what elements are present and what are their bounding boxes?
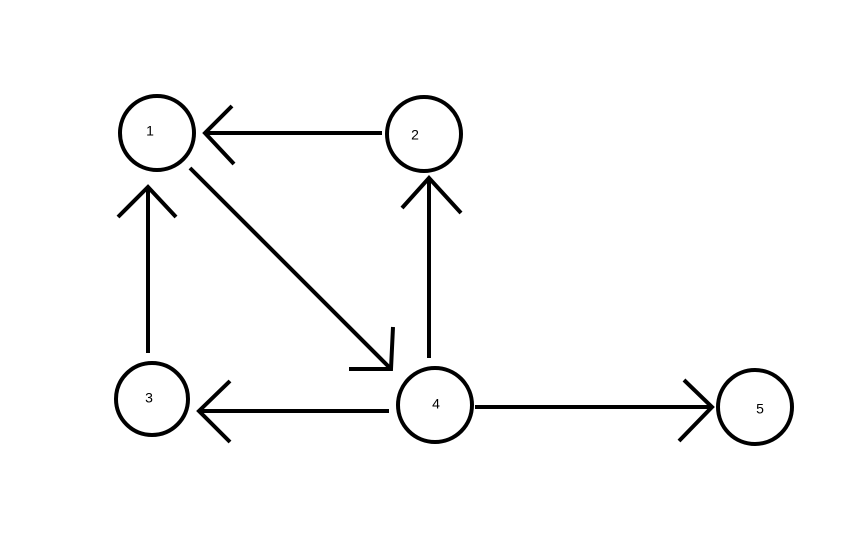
edge-4-to-2-arrowhead bbox=[400, 175, 463, 215]
edge-3-to-1 bbox=[116, 184, 178, 353]
node-1-label: 1 bbox=[146, 123, 154, 139]
node-3: 3 bbox=[114, 361, 190, 437]
node-5-label: 5 bbox=[756, 401, 764, 417]
edge-4-to-5-arrowhead bbox=[677, 378, 715, 443]
node-4-circle bbox=[396, 366, 474, 444]
edge-1-to-4-line bbox=[188, 166, 393, 371]
node-3-label: 3 bbox=[145, 390, 153, 406]
node-2: 2 bbox=[385, 95, 463, 173]
node-1-circle bbox=[118, 94, 196, 172]
edges-group bbox=[116, 104, 715, 444]
node-4: 4 bbox=[396, 366, 474, 444]
edge-1-to-4 bbox=[188, 166, 395, 371]
edge-4-to-3 bbox=[196, 379, 389, 444]
edge-4-to-2 bbox=[400, 175, 463, 358]
edge-2-to-1 bbox=[202, 104, 382, 166]
node-2-circle bbox=[385, 95, 463, 173]
edge-1-to-4-arrowhead bbox=[349, 326, 395, 371]
node-5-circle bbox=[716, 368, 794, 446]
node-3-circle bbox=[114, 361, 190, 437]
nodes-group: 1 2 3 4 5 bbox=[114, 94, 794, 446]
node-4-label: 4 bbox=[432, 396, 440, 412]
edge-3-to-1-arrowhead bbox=[116, 184, 178, 219]
node-2-label: 2 bbox=[411, 127, 419, 143]
edge-4-to-5 bbox=[475, 378, 715, 443]
edge-4-to-3-arrowhead bbox=[196, 379, 232, 444]
node-5: 5 bbox=[716, 368, 794, 446]
edge-2-to-1-arrowhead bbox=[202, 104, 236, 166]
node-1: 1 bbox=[118, 94, 196, 172]
